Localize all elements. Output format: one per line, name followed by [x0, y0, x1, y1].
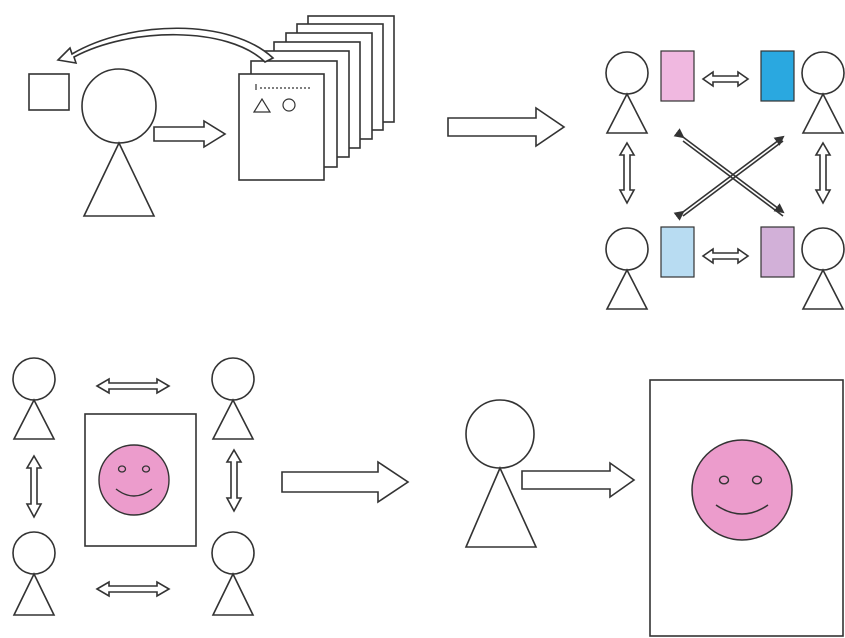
right-arrow	[447, 106, 566, 148]
panel-exchange	[605, 50, 845, 310]
smiley-face-icon	[691, 439, 793, 541]
document-stack	[238, 15, 395, 181]
person-figure	[81, 68, 157, 217]
double-arrow-horizontal	[701, 70, 750, 88]
right-arrow	[521, 461, 636, 499]
card-pink	[660, 50, 695, 102]
double-arrow-horizontal	[95, 580, 171, 598]
right-arrow	[281, 460, 410, 504]
panel-shared-picture	[12, 357, 255, 616]
person-figure	[464, 399, 538, 548]
person-figure	[801, 227, 845, 310]
double-arrow-vertical	[225, 448, 243, 513]
double-arrow-vertical	[25, 454, 43, 519]
person-figure	[605, 51, 649, 134]
person-figure	[12, 531, 56, 616]
curved-return-arrow	[56, 27, 275, 65]
card-light-blue	[660, 226, 695, 278]
panel-individual	[28, 15, 395, 217]
double-arrow-vertical	[618, 141, 636, 205]
person-figure	[605, 227, 649, 310]
right-arrow	[153, 119, 227, 149]
smiley-face-icon	[98, 444, 170, 516]
person-figure	[211, 531, 255, 616]
person-figure	[12, 357, 56, 440]
panel-final	[464, 379, 844, 637]
double-arrow-vertical	[814, 141, 832, 205]
double-arrow-horizontal	[95, 377, 171, 395]
person-figure	[801, 51, 845, 134]
cross-arrow-diagonal	[673, 128, 785, 214]
small-square-icon	[28, 73, 70, 111]
card-lavender	[760, 226, 795, 278]
card-blue	[760, 50, 795, 102]
double-arrow-horizontal	[701, 247, 750, 265]
person-figure	[211, 357, 255, 440]
